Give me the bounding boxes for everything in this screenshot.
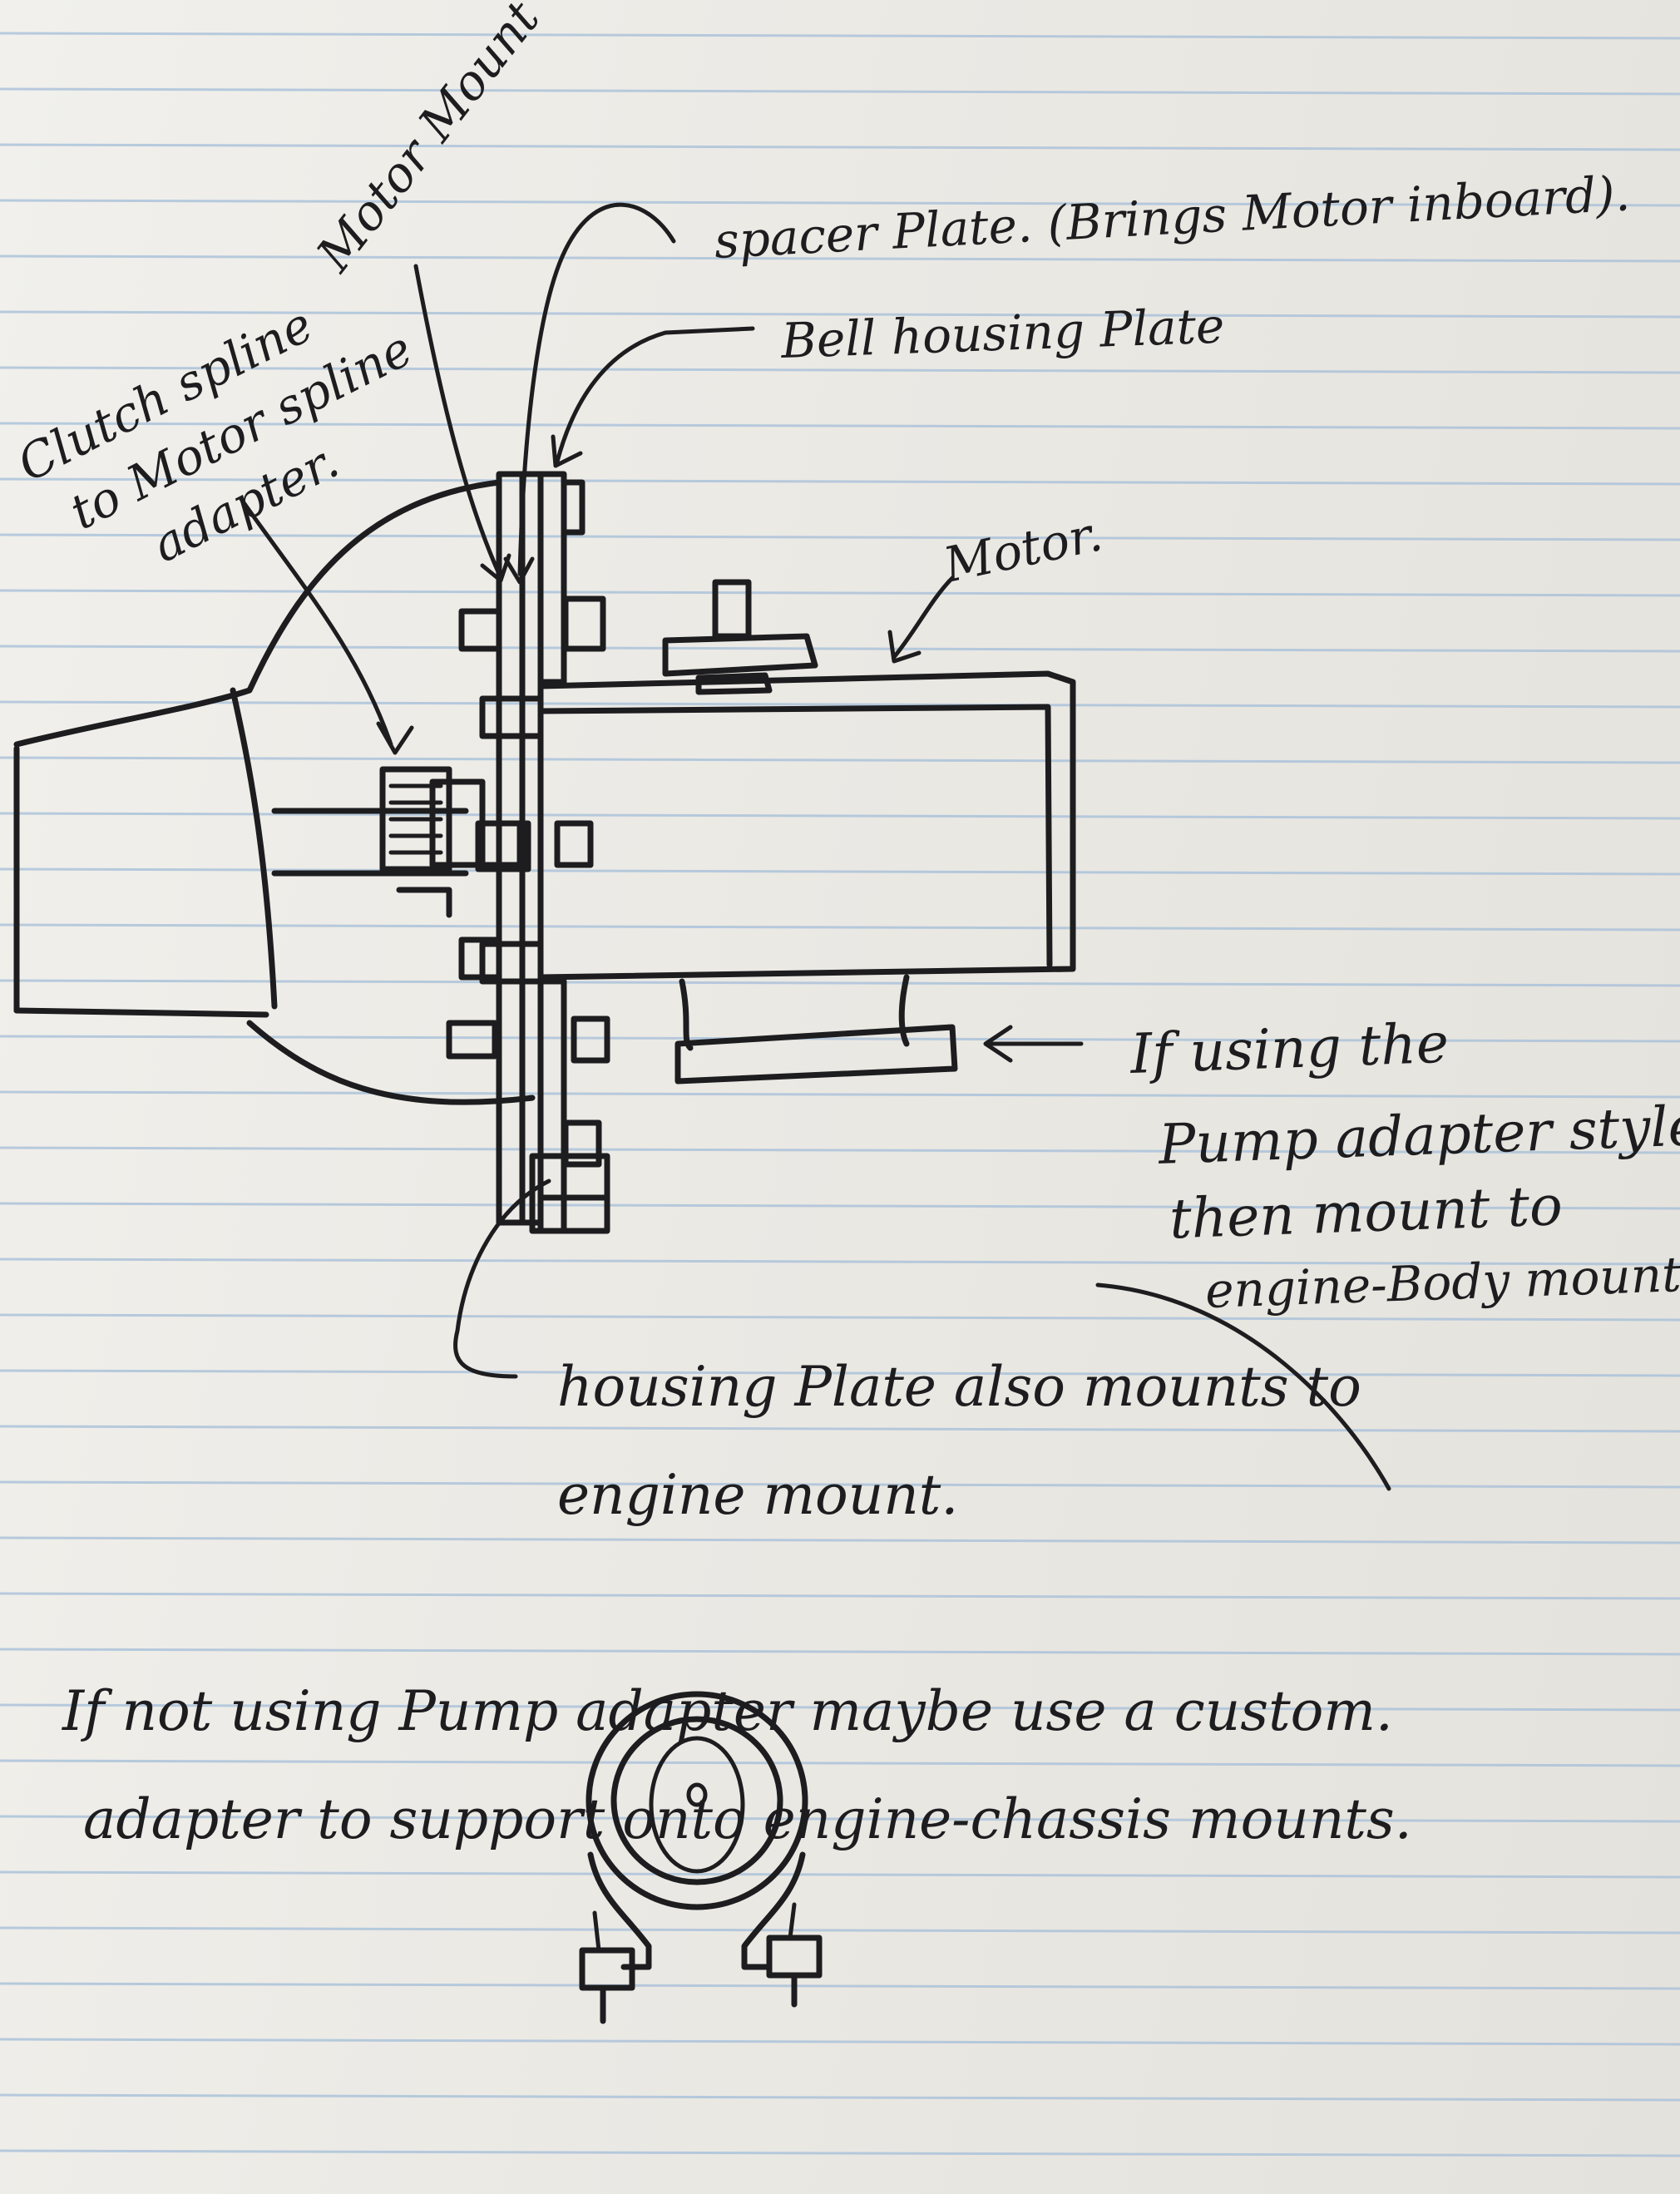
rule-line: [0, 1926, 1680, 1935]
rule-line: [0, 867, 1680, 876]
rule-line: [0, 1146, 1680, 1154]
label-housing-line1: housing Plate also mounts to: [557, 1355, 1361, 1419]
note-line1: If not using Pump adapter maybe use a cu…: [62, 1679, 1393, 1743]
gearbox-outline: [13, 479, 536, 1105]
rule-line: [0, 1425, 1680, 1433]
rule-line: [0, 1703, 1680, 1712]
rule-line: [0, 533, 1680, 541]
plate-stack: [446, 471, 610, 1234]
rule-line: [0, 366, 1680, 374]
label-clutch-spline: Clutch spline to Motor spline adapter.: [8, 296, 421, 574]
rule-line: [0, 645, 1680, 653]
label-pump-adapter: If using the Pump adapter style then mou…: [1129, 1011, 1680, 1319]
rule-line: [0, 199, 1680, 207]
rule-line: [0, 812, 1680, 820]
spline-adapter: [379, 766, 531, 918]
label-motor-mount: Motor Mount: [305, 0, 551, 282]
label-pump-line3: then mount to: [1169, 1174, 1564, 1251]
label-pump-line1: If using the: [1129, 1011, 1450, 1086]
rule-line: [0, 477, 1680, 486]
rule-line: [0, 1592, 1680, 1600]
rule-line: [0, 1648, 1680, 1656]
rule-line: [0, 2038, 1680, 2046]
rule-line: [0, 32, 1680, 40]
note: If not using Pump adapter maybe use a cu…: [62, 1679, 1412, 1851]
rule-line: [0, 143, 1680, 151]
rule-line: [0, 1759, 1680, 1767]
label-pump-line4: engine-Body mounts.: [1204, 1244, 1680, 1319]
rule-line: [0, 923, 1680, 931]
rule-line: [0, 1815, 1680, 1823]
label-bell-housing-plate: Bell housing Plate: [779, 297, 1225, 369]
label-housing-plate: housing Plate also mounts to engine moun…: [557, 1355, 1361, 1527]
rule-line: [0, 1536, 1680, 1544]
rule-line: [0, 756, 1680, 764]
label-housing-line2: engine mount.: [557, 1463, 958, 1527]
rule-line: [0, 700, 1680, 709]
rule-line: [0, 2149, 1680, 2157]
rule-line: [0, 1035, 1680, 1043]
rule-line: [0, 1870, 1680, 1879]
label-motor: Motor.: [938, 505, 1107, 594]
rule-line: [0, 1090, 1680, 1099]
rule-line: [0, 310, 1680, 319]
rule-line: [0, 422, 1680, 430]
rule-line: [0, 1202, 1680, 1210]
rule-line: [0, 1480, 1680, 1489]
motor-body: [479, 579, 1076, 1085]
rule-line: [0, 2093, 1680, 2102]
annotation-arrows: [239, 202, 1391, 1491]
clamp-sketch: [579, 1691, 823, 2024]
rule-line: [0, 1369, 1680, 1377]
rule-line: [0, 1982, 1680, 1990]
label-spacer-plate: spacer Plate. (Brings Motor inboard).: [713, 165, 1632, 269]
rule-line: [0, 254, 1680, 263]
rule-line: [0, 1258, 1680, 1266]
label-pump-line2: Pump adapter style: [1157, 1094, 1680, 1177]
rule-line: [0, 87, 1680, 96]
rule-line: [0, 589, 1680, 597]
rule-line: [0, 1313, 1680, 1322]
rule-line: [0, 979, 1680, 987]
note-line2: adapter to support onto engine-chassis m…: [83, 1787, 1412, 1851]
